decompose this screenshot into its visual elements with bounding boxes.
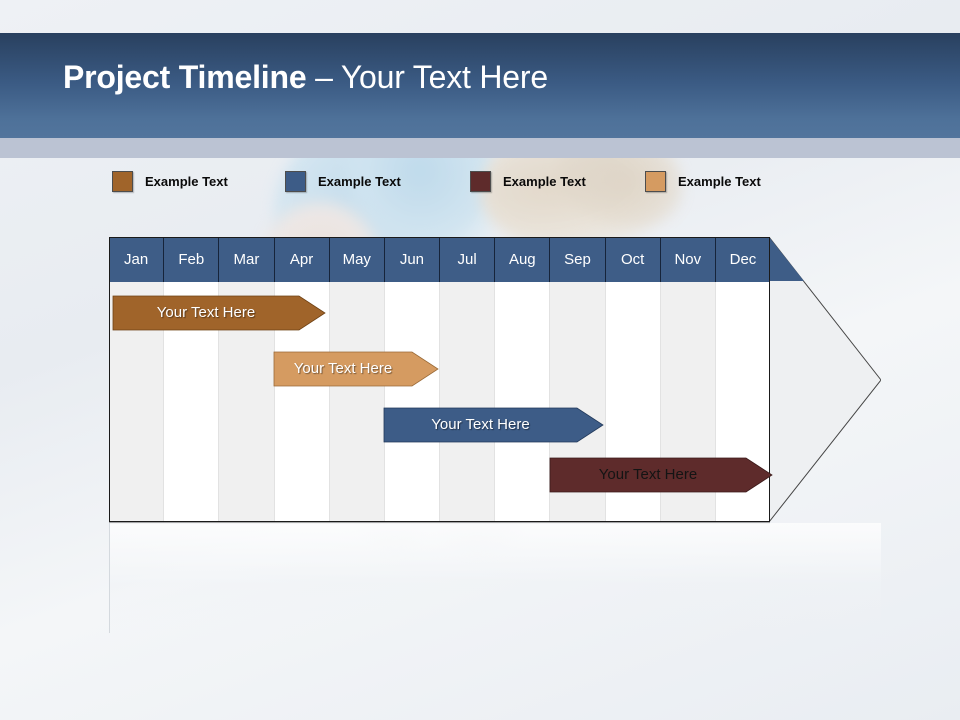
grid-column-aug [495, 282, 551, 522]
legend-label-3: Example Text [503, 173, 586, 189]
task-bar-1[interactable]: Your Text Here [112, 295, 326, 331]
month-cell-mar[interactable]: Mar [219, 237, 275, 282]
task-bar-2-shape [273, 351, 439, 387]
month-cell-sep[interactable]: Sep [550, 237, 606, 282]
task-bar-1-shape [112, 295, 326, 331]
month-cell-dec[interactable]: Dec [729, 251, 757, 268]
legend-label-2: Example Text [318, 173, 401, 189]
grid-column-jul [440, 282, 496, 522]
month-cell-apr[interactable]: Apr [275, 237, 330, 282]
timeline-arrow-head-icon [769, 237, 881, 522]
chart-baseline [109, 522, 770, 524]
page-title: Project Timeline – Your Text Here [63, 59, 548, 96]
month-cell-jun[interactable]: Jun [385, 237, 441, 282]
month-cell-nov[interactable]: Nov [661, 237, 716, 282]
task-bar-4-shape [549, 457, 773, 493]
legend-item-4[interactable]: Example Text [645, 170, 761, 192]
grid-column-jun [384, 282, 441, 522]
chart-reflection [109, 523, 881, 633]
month-cell-aug[interactable]: Aug [495, 237, 551, 282]
task-bar-3-label: Your Text Here [431, 416, 530, 433]
legend-swatch-icon-3 [470, 170, 491, 192]
task-bar-4[interactable]: Your Text Here [549, 457, 773, 493]
legend-item-2[interactable]: Example Text [285, 170, 401, 192]
task-bar-4-label: Your Text Here [598, 466, 698, 483]
legend-label-4: Example Text [678, 173, 761, 189]
grid-column-may [329, 282, 385, 522]
task-bar-1-label: Your Text Here [156, 304, 256, 321]
month-cell-oct[interactable]: Oct [606, 237, 661, 282]
task-bar-3[interactable]: Your Text Here [383, 407, 604, 443]
task-bar-2-label: Your Text Here [293, 360, 393, 377]
month-cell-jan[interactable]: Jan [109, 237, 165, 282]
page-title-rest: – Your Text Here [306, 59, 548, 95]
legend-item-1[interactable]: Example Text [112, 170, 228, 192]
month-cell-may[interactable]: May [330, 237, 385, 282]
month-header-row: Jan Feb Mar Apr May Jun Jul Aug Sep Oct … [109, 237, 770, 282]
title-underband-fade [0, 138, 960, 158]
legend-item-3[interactable]: Example Text [470, 170, 586, 192]
month-cell-feb[interactable]: Feb [164, 237, 220, 282]
legend: Example Text Example Text Example Text E… [112, 170, 812, 194]
page-title-strong: Project Timeline [63, 59, 307, 95]
task-bar-3-shape [383, 407, 604, 443]
month-cell-jul[interactable]: Jul [440, 237, 496, 282]
legend-label-1: Example Text [145, 173, 228, 189]
legend-swatch-icon-1 [112, 170, 133, 192]
task-bar-2[interactable]: Your Text Here [273, 351, 439, 387]
title-band [0, 33, 960, 138]
legend-swatch-icon-4 [645, 170, 666, 192]
legend-swatch-icon-2 [285, 170, 306, 192]
